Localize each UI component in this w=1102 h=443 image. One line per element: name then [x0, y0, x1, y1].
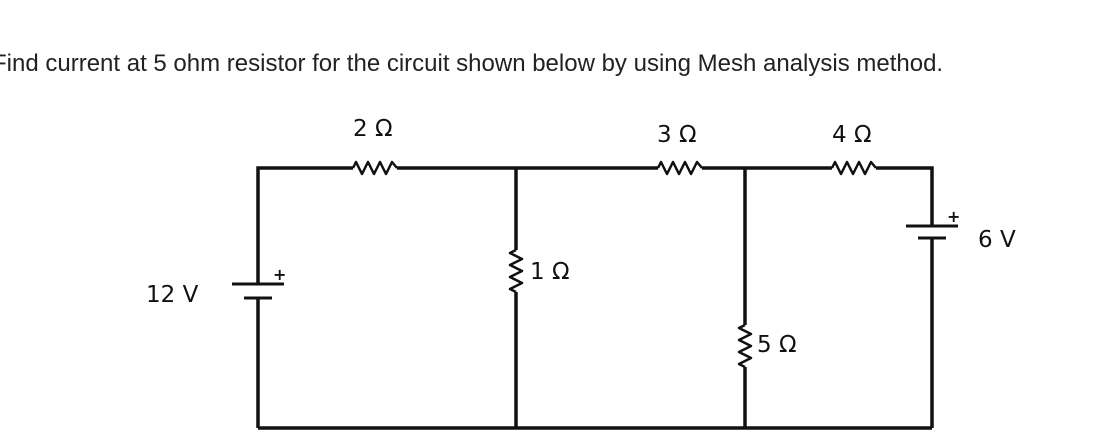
battery-12v-polarity: +: [273, 265, 286, 284]
resistor-3-ohm: [656, 160, 703, 176]
resistor-4-ohm: [830, 160, 877, 176]
battery-6v-symbol: [906, 224, 958, 240]
resistor-1-ohm: [508, 248, 524, 294]
battery-6v-polarity: +: [947, 207, 960, 226]
resistor-5-ohm: [737, 323, 753, 369]
resistor-3-ohm-label: 3 Ω: [657, 122, 697, 148]
wires: [256, 166, 934, 430]
resistor-4-ohm-label: 4 Ω: [832, 122, 872, 148]
question-text: Find current at 5 ohm resistor for the c…: [0, 50, 944, 77]
resistor-5-ohm-label: 5 Ω: [757, 332, 797, 358]
resistor-2-ohm-label: 2 Ω: [353, 116, 393, 142]
resistor-2-ohm: [351, 160, 398, 176]
wire-top-left: [256, 166, 516, 428]
battery-12v-symbol: [232, 282, 284, 300]
resistor-1-ohm-label: 1 Ω: [530, 259, 570, 285]
battery-12v-label: 12 V: [146, 282, 199, 308]
wire-top-right: [876, 166, 934, 428]
battery-6v-label: 6 V: [978, 227, 1016, 253]
